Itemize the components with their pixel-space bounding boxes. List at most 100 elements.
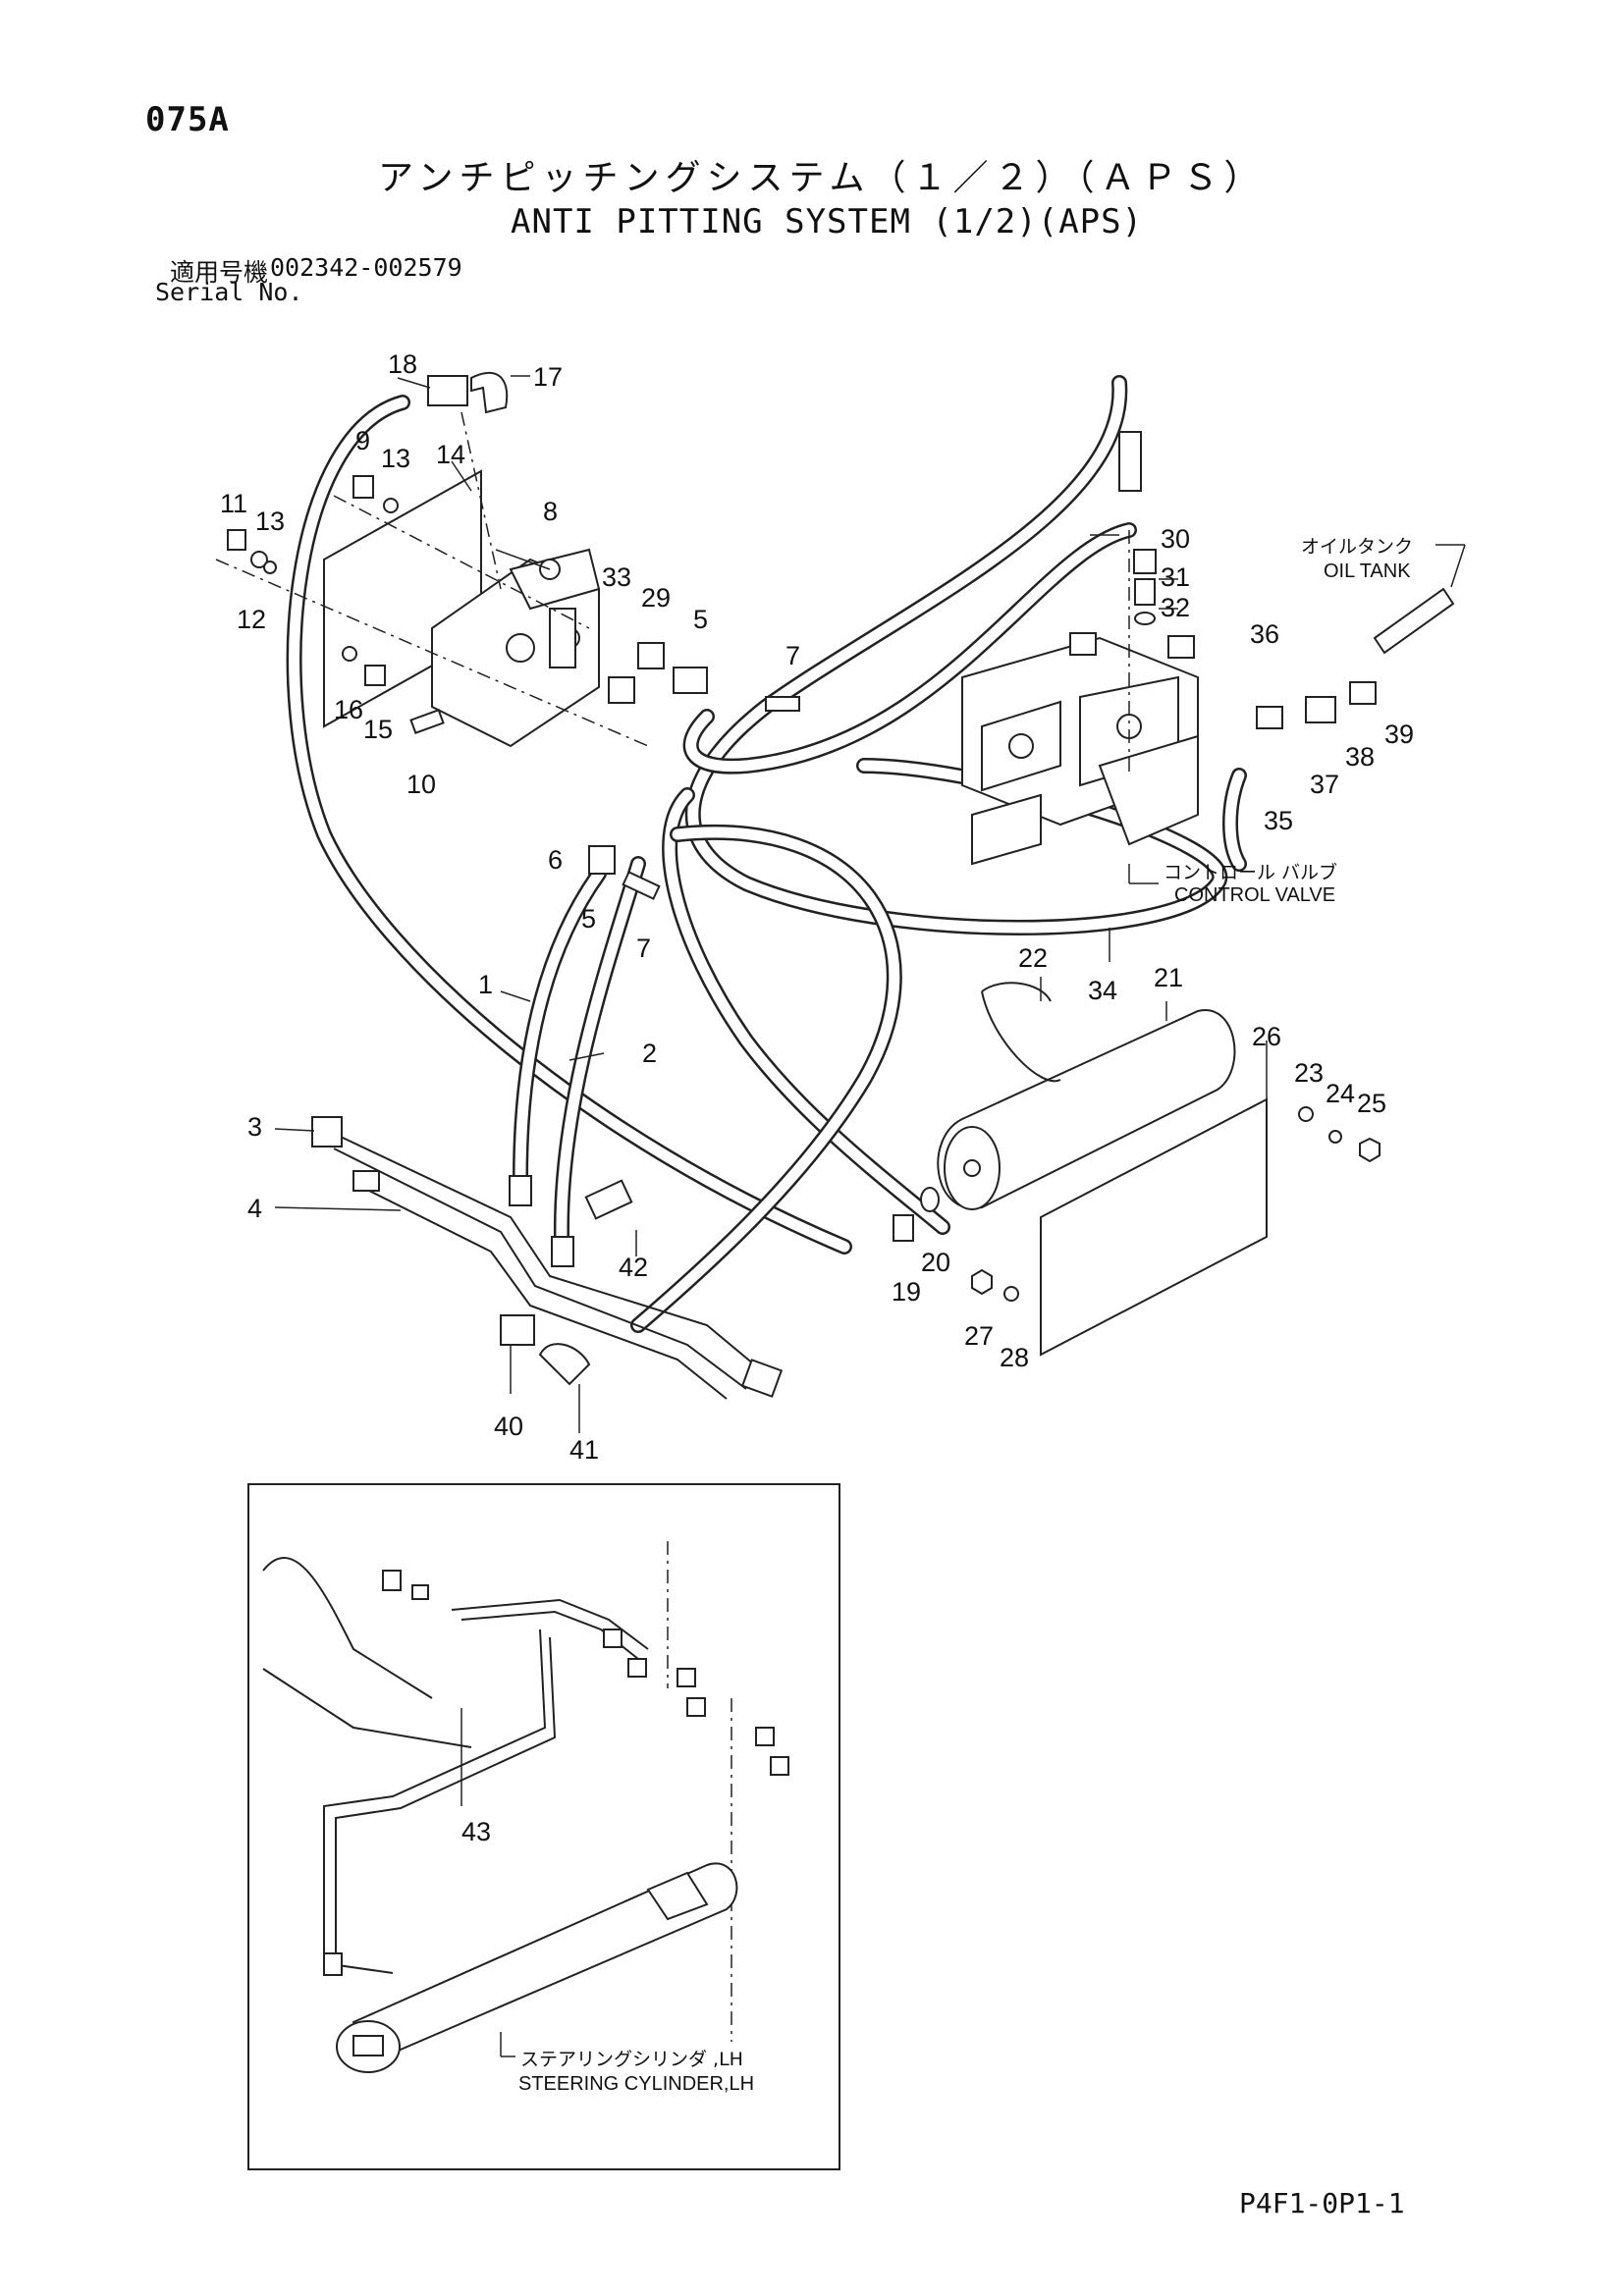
- fitting-40: [500, 1314, 535, 1346]
- callout-25: 25: [1357, 1089, 1386, 1118]
- fitting-42: [584, 1179, 633, 1220]
- solenoid-connector-2: [1167, 635, 1195, 659]
- accumulator-bracket: [1040, 1097, 1268, 1357]
- callout-11: 11: [220, 489, 247, 518]
- bolt-9: [352, 475, 374, 499]
- callout-8: 8: [543, 497, 558, 526]
- fitting-29: [637, 642, 665, 669]
- page-reference: P4F1-0P1-1: [1239, 2187, 1405, 2219]
- callout-7: 7: [785, 641, 800, 670]
- callout-19: 19: [892, 1277, 921, 1307]
- hose-end-1: [509, 1175, 532, 1206]
- pipe-clamp-4: [352, 1170, 380, 1192]
- steering-cylinder-label: STEERING CYLINDER,LH: [518, 2073, 754, 2095]
- callout-36: 36: [1250, 619, 1279, 649]
- callout-29: 29: [641, 583, 671, 613]
- callout-34: 34: [1088, 976, 1117, 1005]
- leader-lines: [274, 375, 1466, 2057]
- serial-range: 002342-002579: [270, 253, 462, 282]
- callout-27: 27: [964, 1321, 994, 1351]
- inset-frame: [247, 1483, 840, 2170]
- callout-22: 22: [1018, 943, 1048, 973]
- callout-39: 39: [1384, 720, 1414, 749]
- callout-17: 17: [533, 362, 563, 392]
- callout-40: 40: [494, 1412, 523, 1441]
- callout-1: 1: [478, 970, 493, 999]
- callout-20: 20: [921, 1248, 950, 1277]
- callout-13: 13: [255, 507, 285, 536]
- inset-view: [247, 1483, 840, 2170]
- washer-13: [263, 561, 277, 574]
- serial-label: Serial No.: [155, 278, 303, 306]
- component-labels: オイルタンク OIL TANK コントロール バルブ CONTROL VALVE…: [518, 536, 1413, 2095]
- callout-3: 3: [247, 1112, 262, 1142]
- page-title: ANTI PITTING SYSTEM (1/2)(APS): [511, 202, 1144, 241]
- control-valve: [961, 530, 1199, 866]
- fitting-valve-top: [1118, 431, 1142, 492]
- callout-30: 30: [1161, 524, 1190, 554]
- page-title-japanese: アンチピッチングシステム（１／２）（ＡＰＳ）: [378, 158, 1266, 198]
- bolt-7: [765, 696, 800, 712]
- control-valve-label: CONTROL VALVE: [1174, 884, 1335, 906]
- callout-24: 24: [1326, 1079, 1355, 1108]
- bolt-15: [364, 665, 386, 686]
- fitting-41: [538, 1343, 591, 1386]
- washer-13b: [383, 498, 399, 513]
- clamp-5: [588, 845, 616, 875]
- fitting-5: [673, 667, 708, 694]
- valve-assembly: [215, 411, 649, 748]
- callout-14: 14: [436, 440, 465, 469]
- solenoid-connector: [1069, 632, 1097, 656]
- oil-tank-label: OIL TANK: [1324, 561, 1411, 582]
- control-valve-label-jp: コントロール バルブ: [1164, 861, 1337, 883]
- accumulator-body: [937, 1009, 1236, 1209]
- callout-6: 6: [548, 845, 563, 875]
- callout-38: 38: [1345, 742, 1375, 772]
- callout-33: 33: [602, 562, 631, 592]
- pipe-clamp-3: [311, 1116, 343, 1148]
- callout-9: 9: [355, 426, 370, 455]
- callout-2: 2: [642, 1039, 657, 1068]
- bolt-7b: [622, 871, 661, 900]
- callout-10: 10: [406, 770, 436, 799]
- o-ring-32: [1134, 612, 1156, 625]
- fitting-33: [608, 676, 635, 704]
- fitting-18: [427, 375, 468, 406]
- callout-26: 26: [1252, 1022, 1281, 1051]
- fitting-30: [1133, 549, 1157, 574]
- callout-43: 43: [461, 1817, 491, 1846]
- washer-12: [250, 551, 268, 568]
- callout-5b: 5: [581, 904, 596, 934]
- callout-35: 35: [1264, 806, 1293, 835]
- callout-32: 32: [1161, 593, 1190, 622]
- callout-numbers: 1 2 3 4 5 5 6 7 7 8 9 10 11 12 13 13 14 …: [220, 349, 1414, 1846]
- page-code: 075A: [145, 100, 230, 139]
- callout-21: 21: [1154, 963, 1183, 992]
- fittings: [227, 371, 1157, 1386]
- callout-12: 12: [237, 605, 266, 634]
- washer-16: [342, 646, 357, 662]
- callout-37: 37: [1310, 770, 1339, 799]
- fitting-17: [470, 371, 509, 414]
- valve-spool: [549, 608, 576, 668]
- callout-16: 16: [334, 695, 363, 724]
- accumulator: [893, 982, 1380, 1357]
- callout-23: 23: [1294, 1058, 1324, 1088]
- steering-cylinder-label-jp: ステアリングシリンダ ,LH: [520, 2049, 743, 2070]
- oil-tank-fitting: [1222, 587, 1455, 872]
- callout-28: 28: [1000, 1343, 1029, 1372]
- steering-cylinder: [352, 1862, 738, 2063]
- pipe-end-fitting: [740, 1359, 784, 1398]
- callout-31: 31: [1161, 562, 1190, 592]
- pipe-assembly: [311, 1116, 784, 1400]
- callout-4: 4: [247, 1194, 262, 1223]
- callout-5: 5: [693, 605, 708, 634]
- hose-group: [286, 375, 1228, 1333]
- bolt-10: [409, 709, 445, 734]
- serial-label-japanese: 適用号機: [170, 258, 269, 287]
- oil-tank-label-jp: オイルタンク: [1301, 536, 1413, 558]
- hose-end-2: [551, 1236, 574, 1267]
- callout-15: 15: [363, 715, 393, 744]
- callout-7b: 7: [636, 934, 651, 963]
